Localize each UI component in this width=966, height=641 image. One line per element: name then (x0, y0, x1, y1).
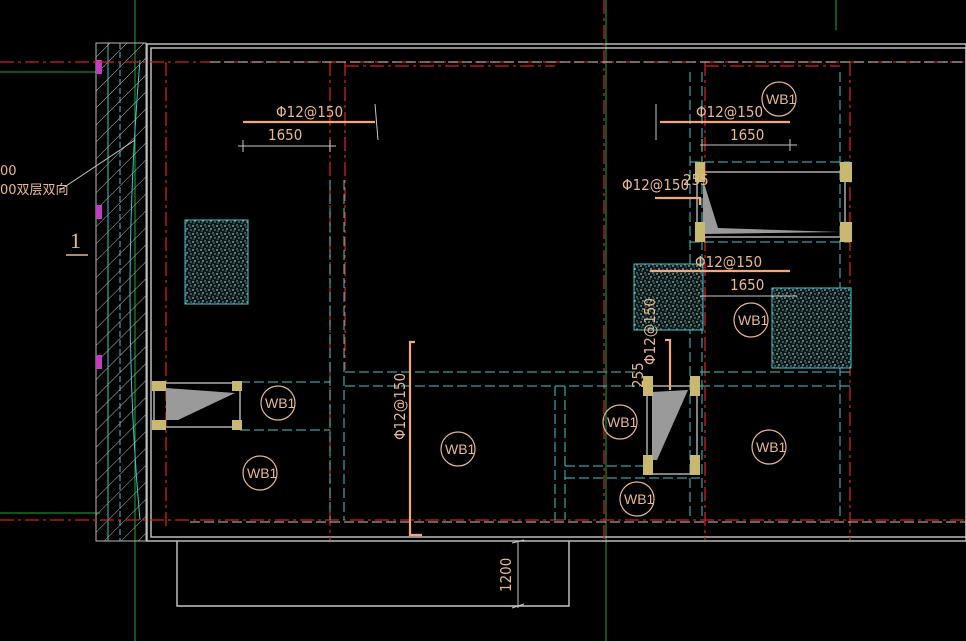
dimension-255-b: 255 (629, 362, 647, 388)
column-detail-left (152, 381, 242, 430)
column-detail-right-top (695, 162, 852, 242)
rebar-length-left: 1650 (268, 126, 302, 144)
dimension-1200: 1200 (497, 558, 515, 592)
slab-label-group (242, 81, 797, 517)
rebar-spec-left: Φ12@150 (276, 103, 343, 121)
hatched-wall (95, 42, 147, 542)
note-line-1: 00 (0, 164, 17, 179)
slab-label: WB1 (756, 439, 787, 455)
white-dashed-lines (190, 61, 966, 523)
rebar-spec-vertical-long: Φ12@150 (391, 373, 409, 440)
slab-label: WB1 (247, 465, 278, 481)
rebar-spec-mid: Φ12@150 (695, 253, 762, 271)
rebar-spec-mid-left: Φ12@150 (622, 176, 689, 194)
axis-label: 1 (70, 228, 81, 253)
concrete-openings (184, 219, 852, 369)
column-detail-mid (643, 376, 700, 475)
slab-label: WB1 (607, 414, 638, 430)
slab-label: WB1 (738, 312, 769, 328)
slab-label: WB1 (445, 441, 476, 457)
dimension-lines (59, 103, 797, 609)
rebar-spec-right-top: Φ12@150 (696, 103, 763, 121)
note-line-2: 00双层双向 (0, 182, 69, 198)
rebar-lines (243, 120, 790, 537)
slab-label: WB1 (766, 91, 797, 107)
slab-label: WB1 (624, 491, 655, 507)
dimension-255-a: 255 (683, 171, 709, 189)
slab-label: WB1 (265, 395, 296, 411)
rebar-spec-vertical-short: Φ12@150 (641, 298, 659, 365)
wall-outline (146, 43, 966, 607)
rebar-length-mid: 1650 (730, 276, 764, 294)
rebar-length-right-top: 1650 (730, 126, 764, 144)
